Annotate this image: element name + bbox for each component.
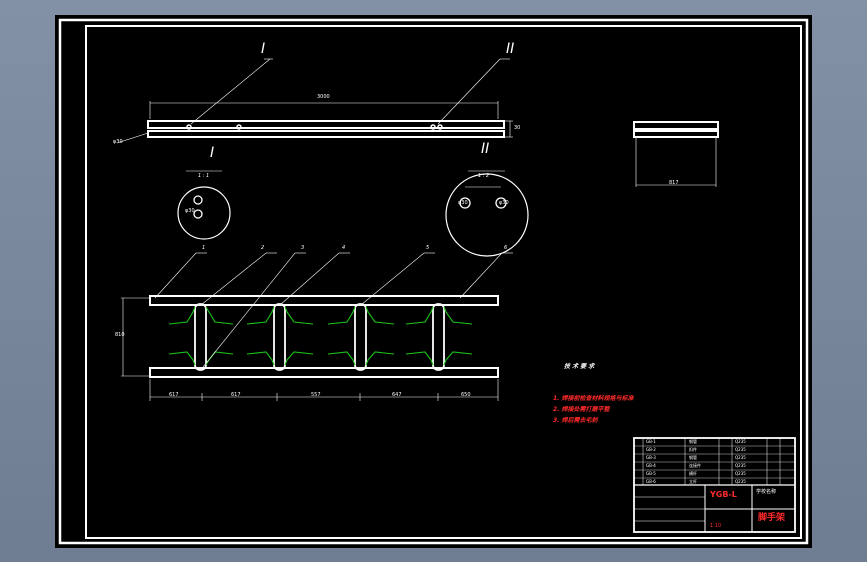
detail-one-scale: 1 : 1 [198, 173, 210, 179]
detail-two-scale: 1 : 2 [478, 173, 490, 179]
dim-top-length: 3000 [317, 94, 330, 100]
tech-item-2: 2. 焊接处需打磨平整 [553, 406, 610, 413]
tb-row-mid-5: 横杆 [689, 471, 697, 476]
dim-segment-1: 617 [169, 392, 179, 398]
part-number-4: 4 [342, 245, 346, 251]
part-number-1: 1 [202, 245, 206, 251]
tb-scale: 1:10 [710, 523, 722, 529]
tb-row-right-1: Q235 [735, 439, 746, 444]
tb-row-right-5: Q235 [735, 471, 746, 476]
detail-circle-one [177, 170, 231, 240]
detail-mark-two: II [506, 41, 515, 57]
tech-heading: 技 术 要 求 [564, 363, 595, 370]
outer-border [58, 18, 809, 545]
tb-row-left-2: GB-2 [646, 447, 656, 452]
dim-top-tag: φ30 [113, 139, 123, 145]
plan-view [121, 295, 499, 401]
cad-viewport: I II I II 1 : 1 1 : 2 3000 30 φ30 817 81… [55, 15, 812, 548]
dim-segment-2: 617 [231, 392, 241, 398]
tb-row-left-3: GB-3 [646, 455, 656, 460]
detail-circle-two [445, 170, 529, 257]
dim-circle-two-b: φ30 [499, 200, 509, 206]
tb-row-right-3: Q235 [735, 455, 746, 460]
dim-circle-one: φ30 [185, 208, 195, 214]
tb-row-left-5: GB-5 [646, 471, 656, 476]
tb-school: 学校名称 [756, 489, 777, 495]
tb-row-left-6: GB-6 [646, 479, 656, 484]
tb-row-mid-2: 扣件 [689, 447, 697, 452]
green-braces [168, 306, 473, 366]
dim-segment-5: 650 [461, 392, 471, 398]
part-number-2: 2 [261, 245, 265, 251]
part-number-3: 3 [301, 245, 305, 251]
part-number-6: 6 [504, 245, 508, 251]
dim-left-height: 810 [115, 332, 125, 338]
part-leaders [154, 252, 513, 368]
detail-mark-one: I [261, 41, 266, 57]
dim-top-height: 30 [514, 125, 521, 131]
tb-row-right-2: Q235 [735, 447, 746, 452]
tb-row-mid-1: 钢管 [689, 439, 697, 444]
tb-drawing-no: YGB-L [710, 490, 737, 499]
struts [194, 303, 445, 371]
inner-border [85, 25, 802, 539]
detail-one-title: I [210, 145, 215, 161]
tb-row-mid-6: 立杆 [689, 479, 697, 484]
tb-row-left-1: GB-1 [646, 439, 656, 444]
dim-segment-3: 557 [311, 392, 321, 398]
tb-row-right-6: Q235 [735, 479, 746, 484]
detail-two-title: II [481, 141, 490, 157]
tech-item-1: 1. 焊接前检查材料规格与标准 [553, 395, 634, 402]
tb-row-mid-3: 钢管 [689, 455, 697, 460]
dim-right-width: 817 [669, 180, 679, 186]
title-block [633, 437, 796, 533]
side-view [633, 121, 719, 187]
dim-segment-4: 647 [392, 392, 402, 398]
dim-circle-two-a: φ30 [458, 200, 468, 206]
tb-row-left-4: GB-4 [646, 463, 656, 468]
tb-name: 脚手架 [758, 513, 786, 523]
top-beam [116, 58, 513, 144]
tb-row-mid-4: 连接件 [689, 463, 701, 468]
part-number-5: 5 [426, 245, 430, 251]
tb-row-right-4: Q235 [735, 463, 746, 468]
drawing-canvas [58, 18, 809, 545]
tech-item-3: 3. 焊后需去毛刺 [553, 417, 598, 424]
